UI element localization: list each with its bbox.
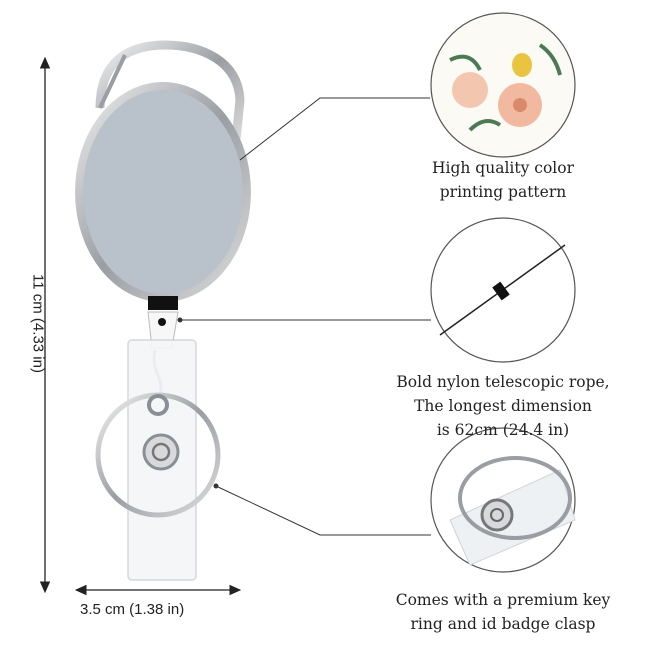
feature-caption-ring: Comes with a premium key ring and id bad… xyxy=(373,588,633,636)
feature-caption-rope: Bold nylon telescopic rope, The longest … xyxy=(373,370,633,442)
feature-caption-pattern: High quality color printing pattern xyxy=(373,156,633,204)
key-ring-clasp-icon xyxy=(430,427,576,573)
nylon-rope-icon xyxy=(430,217,576,363)
height-label: 11 cm (4.33 in) xyxy=(29,274,47,373)
leader-line-ring xyxy=(215,485,431,536)
caption-line: printing pattern xyxy=(439,183,567,201)
floral-pattern-icon xyxy=(430,12,576,158)
caption-line: Bold nylon telescopic rope, xyxy=(396,373,610,391)
caption-line: High quality color xyxy=(432,159,574,177)
leader-line-pattern xyxy=(239,97,430,161)
caption-line: The longest dimension xyxy=(414,397,592,415)
badge-reel-image xyxy=(75,40,251,581)
width-label: 3.5 cm (1.38 in) xyxy=(80,601,185,618)
caption-line: ring and id badge clasp xyxy=(410,615,596,633)
caption-line: Comes with a premium key xyxy=(395,591,611,609)
caption-line: is 62cm (24.4 in) xyxy=(436,421,570,439)
